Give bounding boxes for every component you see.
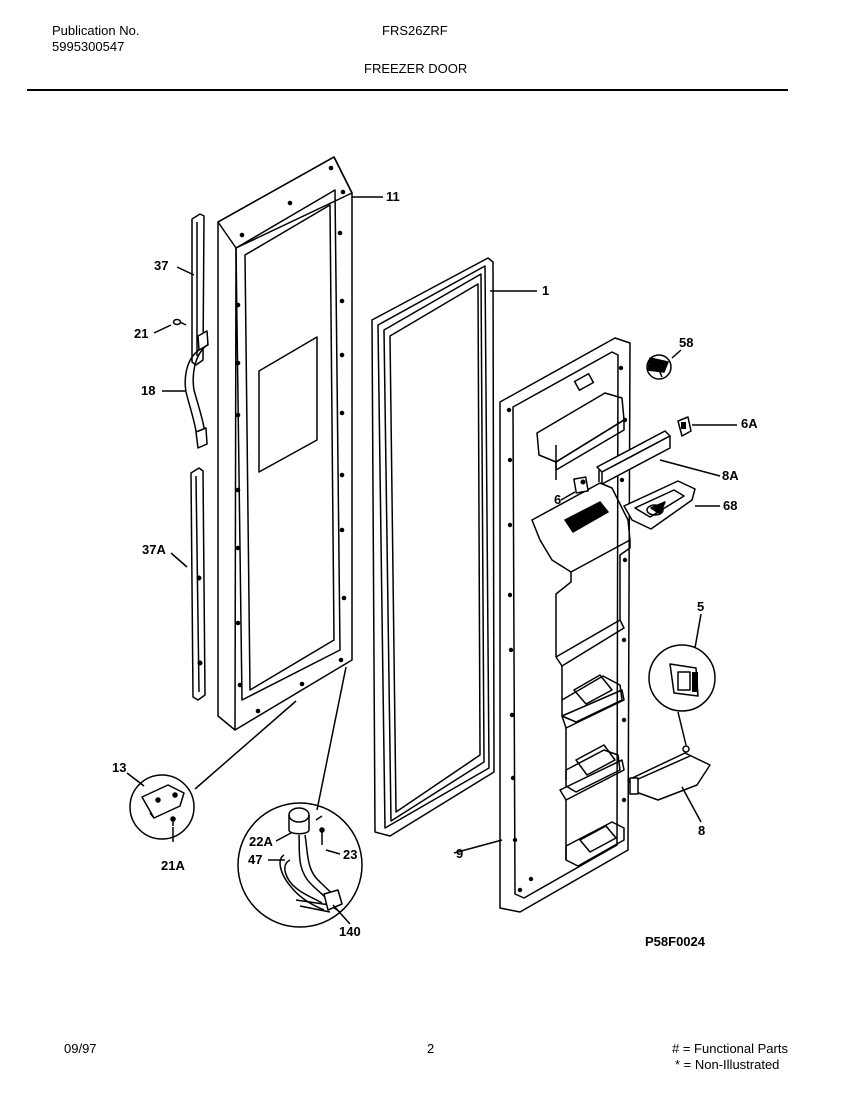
header-divider <box>27 89 788 91</box>
figure-code: P58F0024 <box>645 934 705 949</box>
section-title: FREEZER DOOR <box>364 61 468 76</box>
callout-5: 5 <box>697 599 705 614</box>
callout-6a: 6A <box>741 416 758 431</box>
leader-140 <box>332 904 351 925</box>
screw-part-58 <box>646 354 672 380</box>
gasket-part-1 <box>371 257 495 837</box>
page-number: 2 <box>427 1041 435 1056</box>
leader-21 <box>153 324 172 334</box>
callout-37: 37 <box>154 258 169 273</box>
callout-9: 9 <box>456 846 464 861</box>
leader-13 <box>126 772 145 787</box>
legend-functional-parts: # = Functional Parts <box>672 1041 788 1056</box>
leader-5-detail <box>677 711 687 746</box>
trim-strip-part-37 <box>191 213 205 366</box>
leader-8a <box>659 459 721 477</box>
leader-9 <box>453 839 503 854</box>
footer-date: 09/97 <box>64 1041 97 1056</box>
leader-58 <box>671 349 682 359</box>
bar-part-8a <box>596 430 671 485</box>
callout-37a: 37A <box>142 542 166 557</box>
leader-13-detail <box>194 700 297 790</box>
leader-23 <box>325 849 341 855</box>
callout-8a: 8A <box>722 468 739 483</box>
leader-5 <box>694 613 702 649</box>
wire-harness-detail <box>237 802 363 928</box>
door-panel-part-11 <box>217 156 353 731</box>
switch-detail-part-5 <box>648 644 716 712</box>
callout-58: 58 <box>679 335 694 350</box>
clip-part-6a <box>677 416 692 437</box>
callout-11: 11 <box>386 189 400 204</box>
trim-strip-part-37a <box>190 467 206 701</box>
inner-liner-part-9 <box>499 337 631 913</box>
model-number: FRS26ZRF <box>382 23 448 38</box>
callout-140: 140 <box>339 924 361 939</box>
publication-number: 5995300547 <box>52 39 125 54</box>
callout-8: 8 <box>698 823 706 838</box>
callout-18: 18 <box>141 383 156 398</box>
leader-harness <box>316 666 347 811</box>
handle-part-18 <box>184 330 209 449</box>
callout-22a: 22A <box>249 834 273 849</box>
leader-37a <box>170 552 188 568</box>
leader-8 <box>681 786 702 823</box>
part-6 <box>573 476 589 494</box>
callout-68: 68 <box>723 498 738 513</box>
callout-21: 21 <box>134 326 149 341</box>
actuator-part-68 <box>623 480 696 530</box>
leader-6 <box>560 491 576 501</box>
leader-22a <box>275 832 292 842</box>
callout-1: 1 <box>542 283 550 298</box>
callout-47: 47 <box>248 852 263 867</box>
callout-6: 6 <box>554 492 562 507</box>
callout-13: 13 <box>112 760 127 775</box>
screw-part-21 <box>172 318 187 326</box>
callout-21a: 21A <box>161 858 185 873</box>
callout-23: 23 <box>343 847 358 862</box>
leader-37 <box>176 266 195 276</box>
legend-non-illustrated: * = Non-Illustrated <box>675 1057 780 1072</box>
publication-label: Publication No. <box>52 23 140 38</box>
bracket-part-8 <box>627 745 711 801</box>
hinge-detail-part-13 <box>129 774 195 840</box>
